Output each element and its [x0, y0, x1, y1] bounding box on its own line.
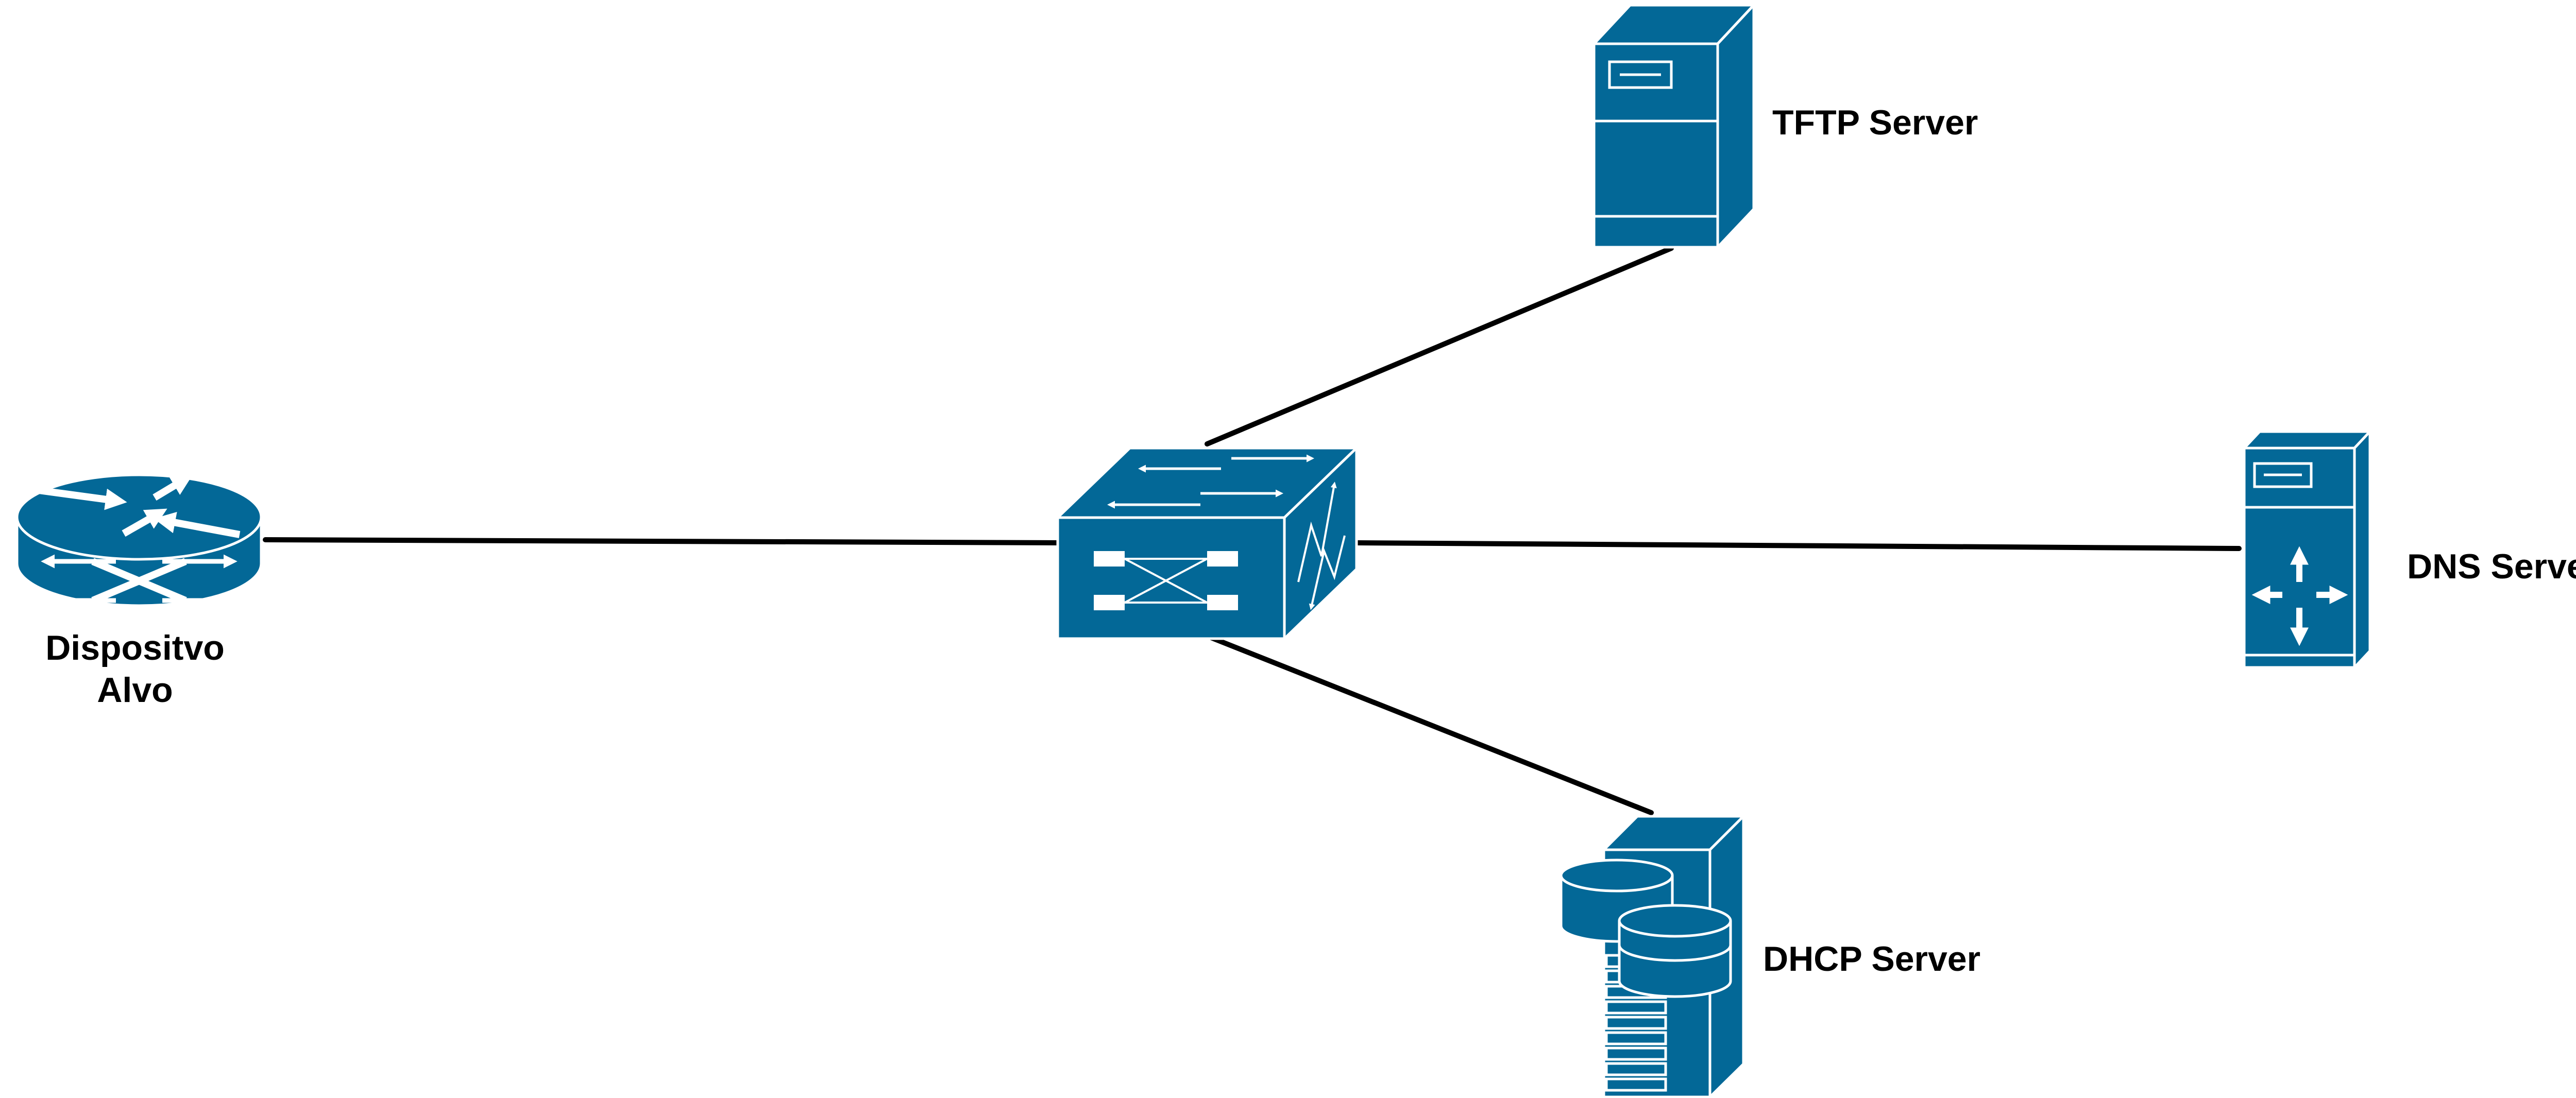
dhcp-server-label: DHCP Server — [1763, 939, 1981, 979]
database-server-icon[interactable] — [1560, 813, 1747, 1098]
link-switch-dhcp — [1205, 633, 1654, 815]
tftp-server-label: TFTP Server — [1772, 103, 1978, 142]
router-icon[interactable] — [15, 473, 263, 608]
link-switch-tftp — [1205, 246, 1674, 447]
link-switch-dns — [1354, 540, 2242, 551]
dns-server-label: DNS Server — [2407, 547, 2576, 586]
switch-icon[interactable] — [1054, 445, 1360, 642]
links — [263, 246, 2242, 815]
dns-server-icon[interactable] — [2241, 428, 2373, 671]
server-icon[interactable] — [1591, 2, 1757, 251]
router-label-line2: Alvo — [97, 670, 173, 710]
router-label-line1: Dispositvo — [45, 628, 225, 667]
link-router-switch — [263, 537, 1060, 545]
router-label: Dispositvo Alvo — [45, 627, 225, 711]
